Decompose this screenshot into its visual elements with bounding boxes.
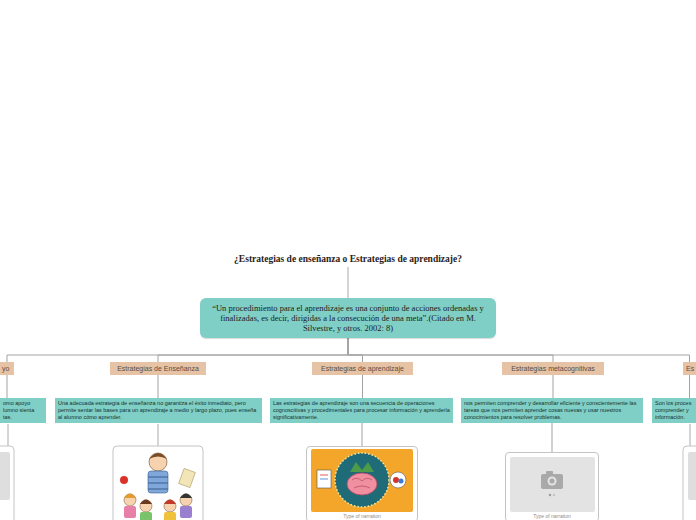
branch-header: Estrategias de Enseñanza [110,362,206,375]
branch-description-text: nos permiten comprender y desarrollar ef… [464,400,640,421]
image-link [690,424,691,446]
dotted-ring [335,453,389,507]
camera-lens [548,477,557,486]
branch-description: Son los proces comprender y información. [652,398,696,423]
branch-line [348,338,363,362]
branch-line [158,375,159,398]
image-placeholder [510,457,595,512]
branch-header: Es [683,362,696,375]
image-card: Type of narration [505,452,599,520]
image-placeholder [688,452,696,500]
branch-line [7,375,8,398]
child-body [140,512,152,520]
image-link [8,424,9,446]
document-icon [317,470,331,488]
title-link [348,267,349,298]
camera-placeholder [510,457,595,512]
child-hair [124,494,136,499]
book [179,468,196,487]
child-body [164,512,176,520]
branch-description-text: Son los proces comprender y información. [655,400,693,421]
branch-description: nos permiten comprender y desarrollar ef… [461,398,643,423]
branch-line [553,375,554,398]
boy-head [149,453,167,471]
gear-icon [390,472,406,488]
doc-line [320,479,328,480]
doc-line [320,475,328,476]
boy-shirt [148,471,168,493]
shirt-stripe [148,489,168,490]
image-card-text: Type of narration [506,513,598,519]
branch-line [362,375,363,398]
branch-line [7,338,348,362]
branch-header-text: yo [2,364,11,373]
pager-dot [549,494,551,496]
camera-top [546,471,553,475]
child-body [180,506,192,518]
branch-description: omo apoyo lumno sienta tas. [0,398,46,423]
camera-body [541,474,563,489]
boy-hair [149,453,167,459]
image-card [683,446,696,520]
child-face [164,500,176,512]
apple [120,476,128,484]
image-card [0,446,14,520]
central-topic-text: “Un procedimiento para el aprendizaje es… [208,303,488,333]
child-hair [140,500,152,505]
branch-header: Estrategias de aprendizaje [312,362,413,375]
image-link [158,424,159,446]
image-card: Type of narration [306,446,418,520]
pager-dot [553,494,555,496]
children-cartoon [120,453,195,520]
branch-header: yo [0,362,14,375]
branch-header: Estrategias metacognitivas [502,362,604,375]
branch-header-text: Es [686,364,693,373]
child-body [124,506,136,518]
shirt-stripe [148,477,168,478]
learning-illustration [311,449,413,512]
brain [347,473,377,495]
branch-header-text: Estrategias de aprendizaje [315,364,410,373]
gear-dot [399,479,404,484]
shirt-stripe [148,483,168,484]
branch-description-text: Las estrategias de aprendizaje son una s… [273,400,450,421]
child-hair [164,500,176,505]
branch-line [348,338,553,362]
child-hair [180,494,192,499]
branch-description: Las estrategias de aprendizaje son una s… [270,398,453,423]
central-topic: “Un procedimiento para el aprendizaje es… [200,298,496,338]
branch-line [158,338,348,362]
child-face [180,494,192,506]
branch-line [689,375,690,398]
branch-header-text: Estrategias metacognitivas [505,364,601,373]
gear-dot [393,477,399,483]
image-card-text: Type of narration [307,513,417,519]
branch-line [552,423,553,452]
branch-description-text: omo apoyo lumno sienta tas. [3,400,43,421]
child-face [140,500,152,512]
camera-lens-inner [550,479,555,484]
image-placeholder [0,452,10,500]
branch-description-text: Una adecuada estrategia de enseñanza no … [58,400,259,421]
branch-line [362,423,363,446]
illustration-ground [311,449,413,512]
map-title: ¿Estrategias de enseñanza o Estrategias … [0,254,696,264]
branch-line [348,338,690,362]
branch-description: Una adecuada estrategia de enseñanza no … [55,398,262,423]
branch-header-text: Estrategias de Enseñanza [113,364,203,373]
leaves [350,462,374,472]
brain-folds [352,478,372,488]
image-card [113,446,203,520]
child-face [124,494,136,506]
